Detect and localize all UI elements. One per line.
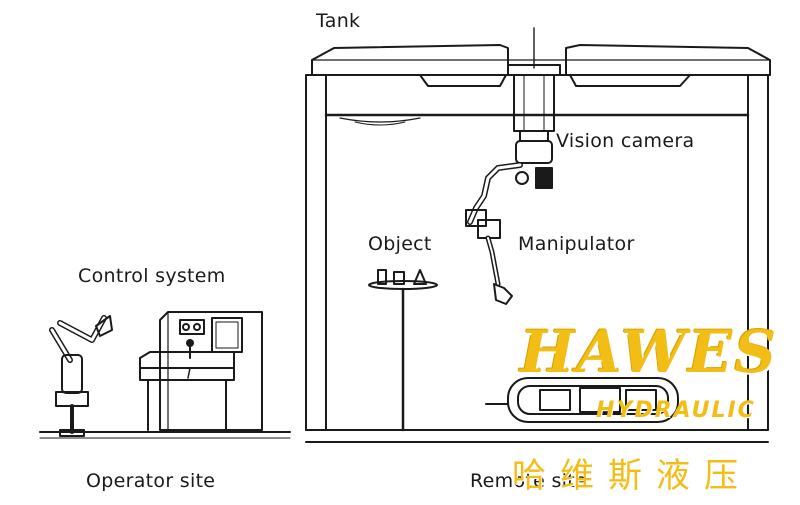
watermark-brand: HAWES [520, 318, 779, 386]
label-control-system: Control system [78, 265, 226, 287]
remote-vehicle [485, 377, 679, 423]
label-operator-site: Operator site [86, 470, 216, 492]
label-object: Object [368, 233, 432, 255]
label-tank: Tank [316, 10, 361, 32]
label-vision-camera: Vision camera [556, 130, 695, 152]
label-manipulator: Manipulator [518, 233, 635, 255]
watermark-chinese: 哈维斯液压 [512, 456, 752, 496]
object-table [368, 269, 438, 432]
tank [305, 44, 771, 443]
master-arm [49, 315, 113, 437]
watermark-sub: HYDRAULIC [596, 398, 756, 423]
label-remote-site: Remote site [470, 470, 587, 492]
manipulator [465, 162, 529, 305]
vision-camera [507, 27, 561, 189]
control-console [39, 311, 291, 439]
